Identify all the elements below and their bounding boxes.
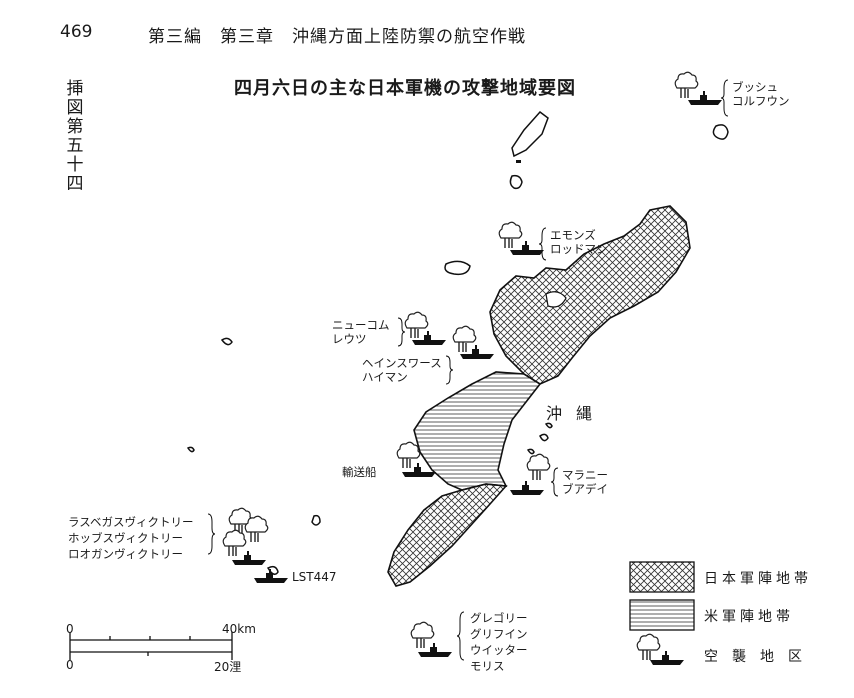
- okinawa-middle-us-zone: [413, 371, 542, 491]
- label-north: エモンズロッドマン: [550, 228, 608, 256]
- attack-marker-south: [410, 621, 452, 657]
- okinawa-south-japanese-zone: [387, 483, 508, 587]
- small-islands: [186, 110, 729, 575]
- scale-bar: [69, 632, 233, 660]
- legend-swatch-japanese: [629, 561, 695, 593]
- page-number: 469: [60, 22, 93, 42]
- scale-ri-max: 20浬: [214, 660, 242, 674]
- attack-marker-north: [498, 221, 544, 255]
- label-top-right: ブッシュコルフウン: [732, 80, 790, 108]
- label-south: グレゴリーグリフインウイッターモリス: [470, 611, 528, 673]
- legend-label-us: 米軍陣地帯: [704, 609, 794, 625]
- label-west-lower: ヘインスワースハイマン: [362, 356, 442, 384]
- label-southwest: ラスベガスヴィクトリーホッブスヴィクトリーロオガンヴィクトリー: [68, 515, 194, 561]
- legend-label-japanese: 日本軍陣地帯: [704, 571, 812, 587]
- chapter-heading: 第三編 第三章 沖縄方面上陸防禦の航空作戦: [148, 27, 526, 47]
- legend-label-air: 空襲地区: [704, 649, 816, 665]
- label-west-upper: ニューコムレウツ: [332, 318, 390, 346]
- okinawa-north-japanese-zone: [489, 205, 691, 385]
- attack-marker-southwest: [222, 507, 269, 565]
- map-title: 四月六日の主な日本軍機の攻撃地域要図: [234, 78, 576, 99]
- scale-ri-zero: 0: [66, 658, 74, 672]
- figure-label: 挿図第五十四: [66, 79, 84, 194]
- legend-swatch-air-attack: [636, 633, 684, 665]
- island-name: 沖縄: [546, 404, 607, 423]
- label-transport: 輸送船: [342, 465, 377, 479]
- label-east: マラニーブアデイ: [562, 468, 608, 496]
- label-lst: LST447: [292, 570, 337, 584]
- attack-marker-top-right: [674, 71, 722, 105]
- attack-marker-west-lower: [452, 325, 494, 359]
- attack-marker-west-upper: [404, 311, 446, 345]
- attack-marker-east: [510, 453, 551, 495]
- scale-km-max: 40km: [222, 622, 256, 636]
- scale-km-zero: 0: [66, 622, 74, 636]
- legend-swatch-us: [629, 599, 695, 631]
- attack-marker-lst: [254, 569, 288, 583]
